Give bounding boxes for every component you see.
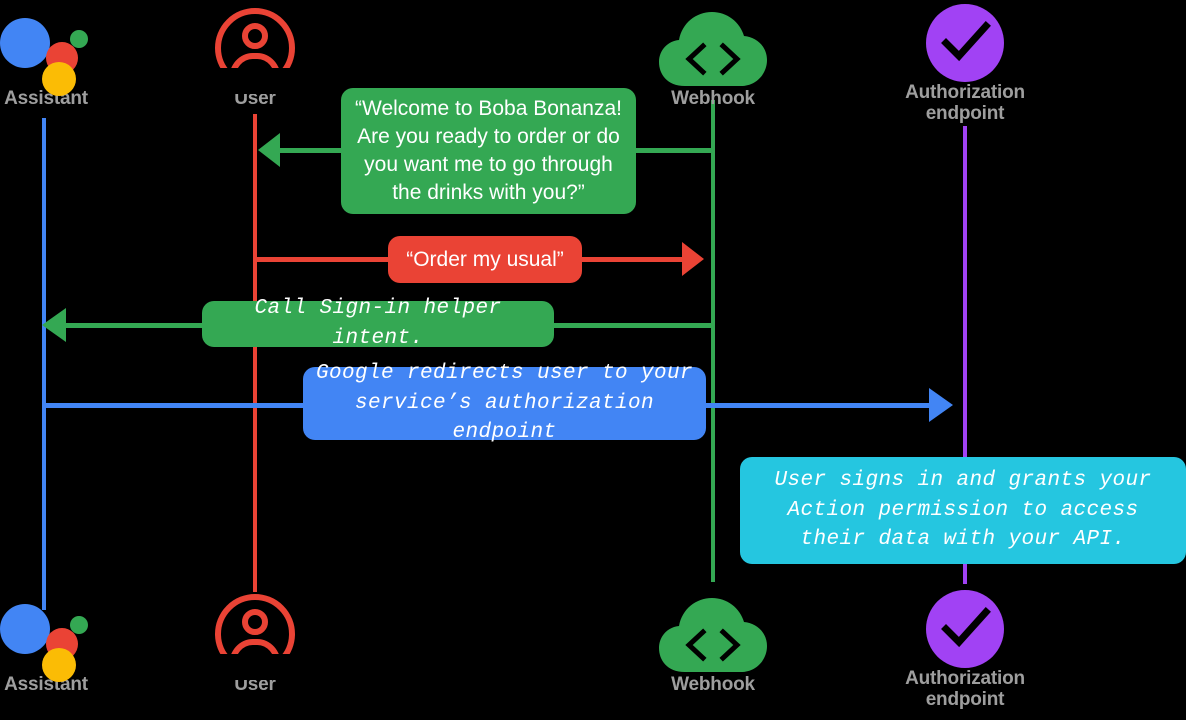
lifeline-webhook	[711, 100, 715, 582]
message-bubble-order: “Order my usual”	[388, 236, 582, 283]
lifeline-user	[253, 114, 257, 592]
actor-user-bottom: User	[215, 594, 295, 695]
actor-webhook-top: Webhook	[657, 8, 769, 109]
actor-label-webhook: Webhook	[671, 88, 755, 109]
actor-user-top: User	[215, 8, 295, 109]
actor-label-assistant: Assistant	[4, 88, 88, 109]
actor-assistant-top: Assistant	[0, 10, 92, 109]
arrowhead-redirect-right	[929, 388, 953, 422]
arrowhead-order-right	[682, 242, 704, 276]
check-circle-icon	[926, 590, 1004, 668]
actor-label-auth: Authorization endpoint	[905, 82, 1025, 125]
message-bubble-grant: User signs in and grants your Action per…	[740, 457, 1186, 564]
actor-label-assistant: Assistant	[4, 674, 88, 695]
arrowhead-signin-left	[42, 308, 66, 342]
cloud-code-icon	[657, 8, 769, 88]
actor-assistant-bottom: Assistant	[0, 596, 92, 695]
message-bubble-welcome: “Welcome to Boba Bonanza! Are you ready …	[341, 88, 636, 214]
actor-auth-bottom: Authorization endpoint	[889, 590, 1041, 711]
message-bubble-redirect: Google redirects user to your service’s …	[303, 362, 706, 444]
lifeline-assistant	[42, 118, 46, 610]
arrowhead-welcome-left	[258, 133, 280, 167]
message-bubble-signin-helper: Call Sign-in helper intent.	[202, 297, 554, 350]
actor-label-auth: Authorization endpoint	[905, 668, 1025, 711]
actor-webhook-bottom: Webhook	[657, 594, 769, 695]
actor-label-webhook: Webhook	[671, 674, 755, 695]
user-avatar-icon	[215, 8, 295, 94]
google-assistant-icon	[0, 10, 92, 96]
user-avatar-icon	[215, 594, 295, 680]
google-assistant-icon	[0, 596, 92, 682]
check-circle-icon	[926, 4, 1004, 82]
actor-auth-top: Authorization endpoint	[889, 4, 1041, 125]
cloud-code-icon	[657, 594, 769, 674]
lifeline-auth	[963, 126, 967, 584]
